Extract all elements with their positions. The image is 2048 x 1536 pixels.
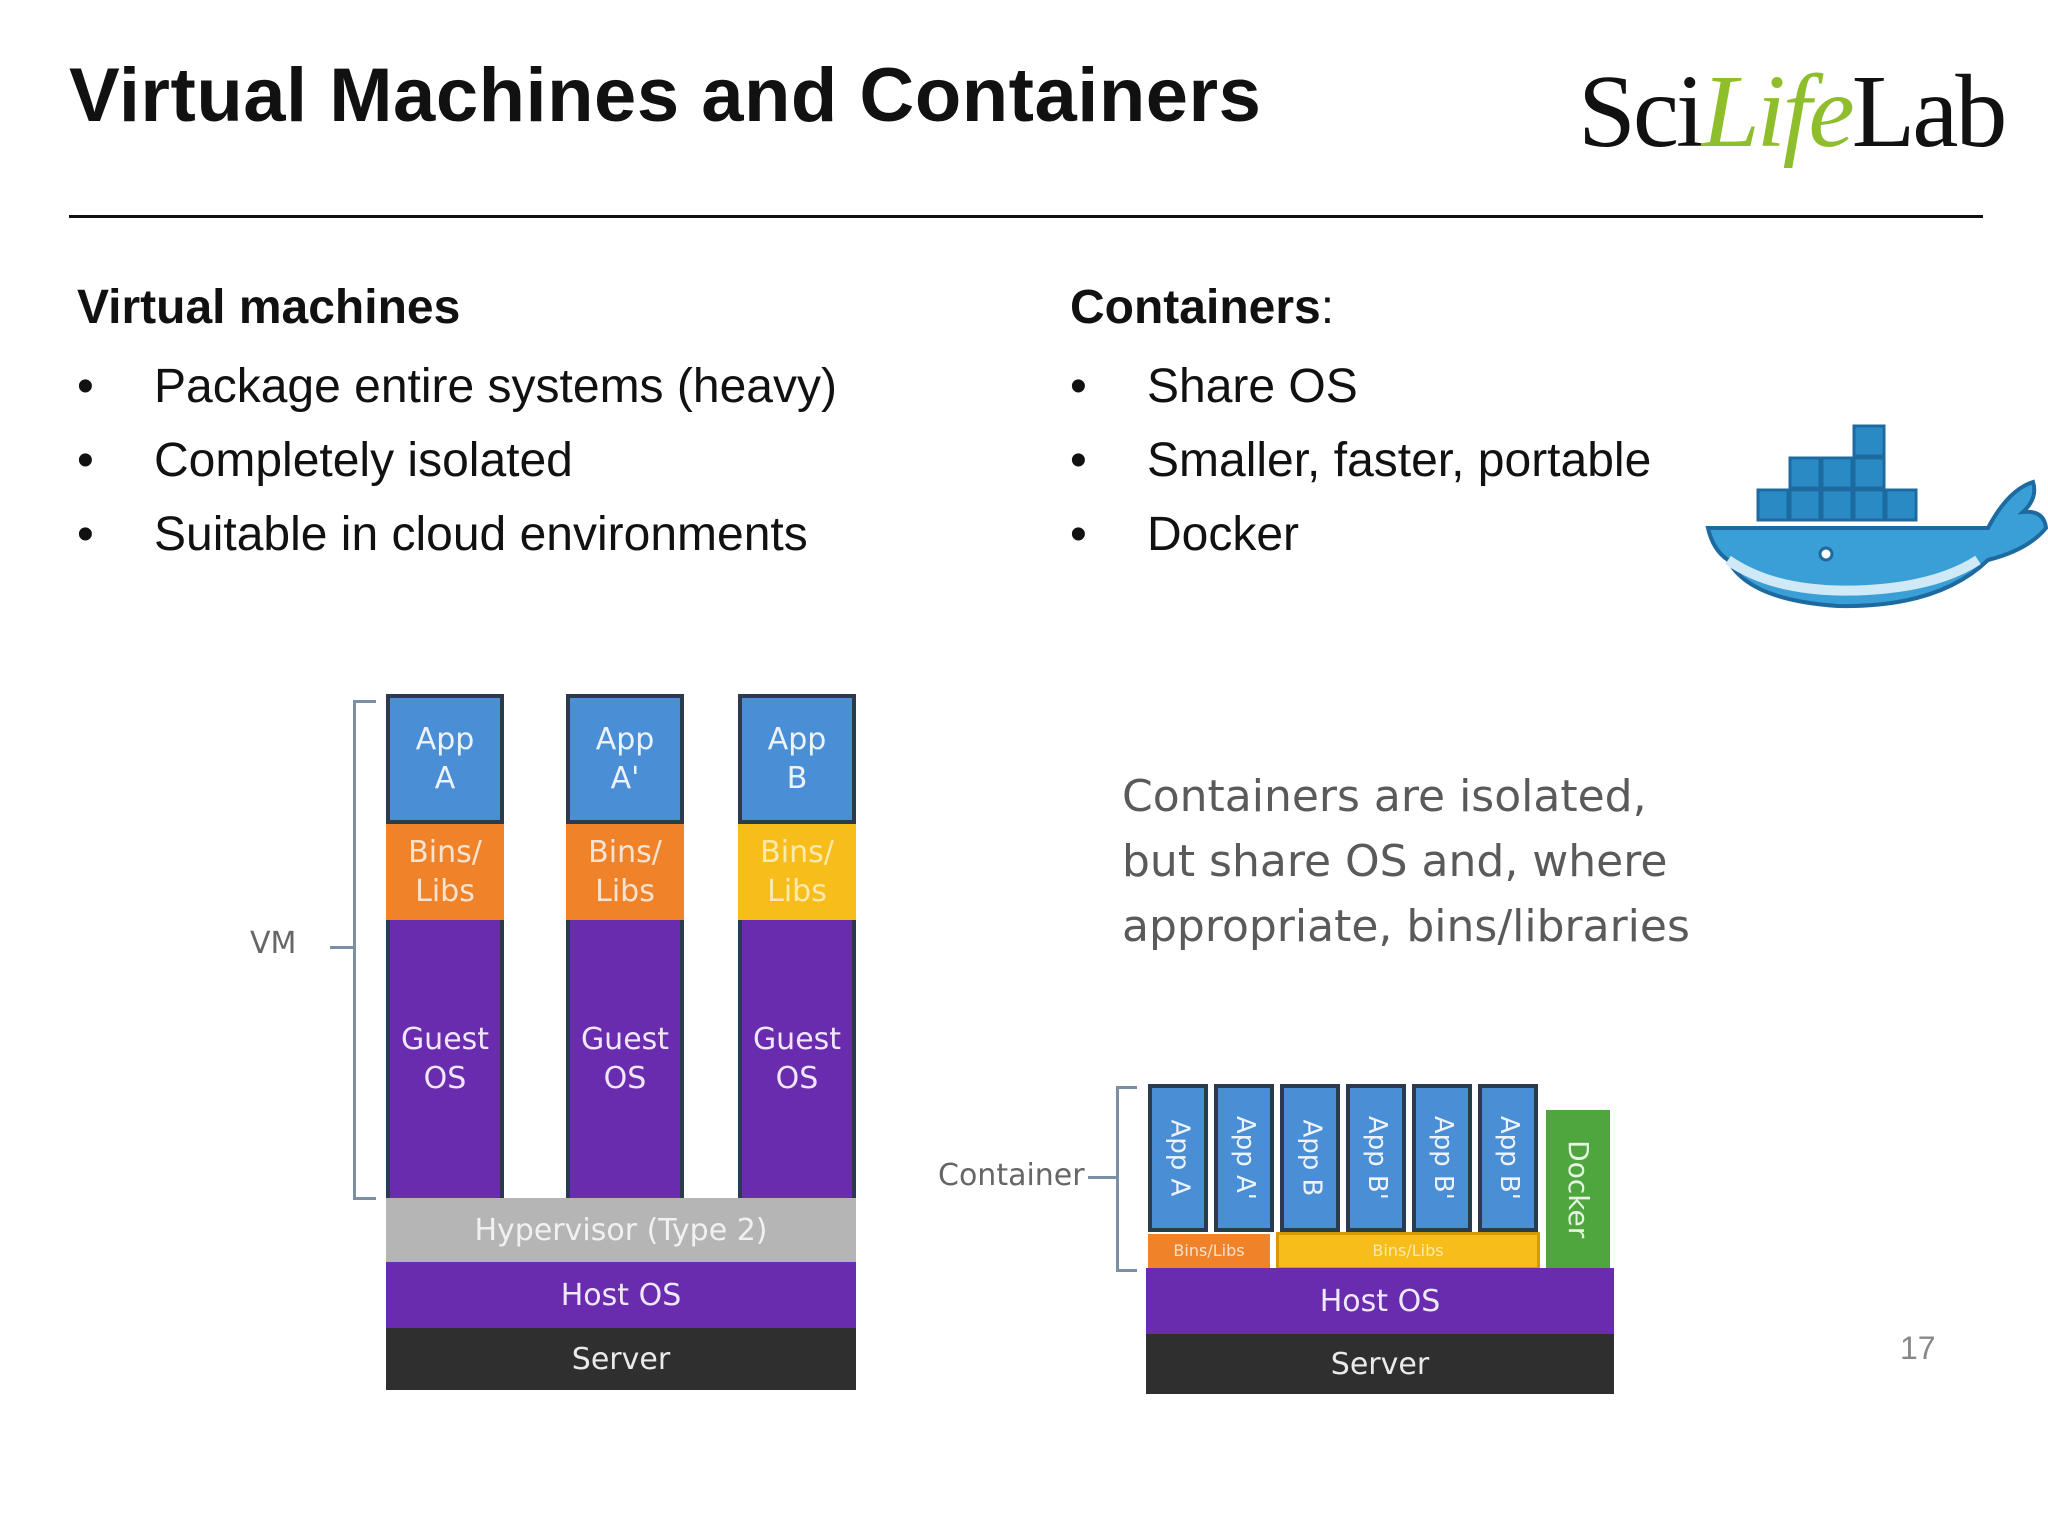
slide-title: Virtual Machines and Containers xyxy=(69,53,1262,138)
containers-bullet-text: Docker xyxy=(1147,508,1300,561)
vm-bullet-text: Package entire systems (heavy) xyxy=(154,360,837,413)
container-app-b: App B xyxy=(1280,1084,1340,1232)
logo-text-sci: Sci xyxy=(1578,54,1705,169)
bullet-icon: • xyxy=(1070,508,1087,561)
bullet-icon: • xyxy=(1070,434,1087,487)
vm-column: Virtual machines • Package entire systems… xyxy=(77,278,837,572)
containers-bullet-text: Smaller, faster, portable xyxy=(1147,434,1652,487)
containers-bullet-item: • Smaller, faster, portable xyxy=(1070,424,1651,498)
container-app-b-prime: App B' xyxy=(1478,1084,1538,1232)
containers-heading-colon: : xyxy=(1320,281,1335,334)
container-host-os: Host OS xyxy=(1146,1268,1614,1334)
vm-bullet-item: • Completely isolated xyxy=(77,424,837,498)
container-app-label: App B' xyxy=(1361,1115,1392,1201)
docker-whale-icon xyxy=(1705,424,2048,609)
containers-column: Containers: • Share OS • Smaller, faster, … xyxy=(1070,278,1651,572)
vm-bullet-item: • Package entire systems (heavy) xyxy=(77,350,837,424)
scilifelab-logo: SciLifeLab xyxy=(1578,52,2008,171)
container-app-label: App A' xyxy=(1229,1115,1260,1200)
logo-text-lab: Lab xyxy=(1851,54,2008,169)
vm-bracket-tick xyxy=(330,946,354,949)
vm-bracket xyxy=(353,700,376,1200)
container-app-b-prime: App B' xyxy=(1346,1084,1406,1232)
vm-host-os: Host OS xyxy=(386,1262,856,1328)
containers-caption: Containers are isolated, but share OS an… xyxy=(1122,771,1690,952)
bullet-icon: • xyxy=(77,508,94,561)
logo-text-life: Life xyxy=(1701,54,1855,169)
containers-heading-text: Containers xyxy=(1070,281,1321,334)
vm-heading: Virtual machines xyxy=(77,281,461,334)
container-app-a: App A xyxy=(1148,1084,1208,1232)
vm-guest-os-b: Guest OS xyxy=(738,920,856,1198)
container-bins-libs-b: Bins/Libs xyxy=(1276,1232,1540,1270)
vm-server: Server xyxy=(386,1328,856,1390)
container-app-label: App B' xyxy=(1427,1115,1458,1201)
container-app-label: App A xyxy=(1163,1119,1194,1197)
docker-engine-label: Docker xyxy=(1562,1139,1596,1239)
container-app-b-prime: App B' xyxy=(1412,1084,1472,1232)
vm-bins-libs-a-prime: Bins/ Libs xyxy=(566,824,684,920)
container-server: Server xyxy=(1146,1334,1614,1394)
vm-bullet-text: Suitable in cloud environments xyxy=(154,508,808,561)
containers-bullet-item: • Share OS xyxy=(1070,350,1651,424)
vm-bullet-list: • Package entire systems (heavy) • Complet… xyxy=(77,350,837,572)
vm-app-b: App B xyxy=(738,694,856,824)
container-label: Container xyxy=(938,1158,1085,1193)
containers-bullet-item: • Docker xyxy=(1070,498,1651,572)
containers-bullet-text: Share OS xyxy=(1147,360,1358,413)
vm-label: VM xyxy=(250,926,297,961)
vm-guest-os-a-prime: Guest OS xyxy=(566,920,684,1198)
bullet-icon: • xyxy=(77,360,94,413)
vm-app-a-prime: App A' xyxy=(566,694,684,824)
container-bins-libs-a: Bins/Libs xyxy=(1148,1234,1270,1268)
vm-bullet-text: Completely isolated xyxy=(154,434,573,487)
container-app-label: App B xyxy=(1295,1119,1326,1197)
bullet-icon: • xyxy=(77,434,94,487)
vm-bins-libs-b: Bins/ Libs xyxy=(738,824,856,920)
container-bracket-tick xyxy=(1088,1176,1116,1179)
bullet-icon: • xyxy=(1070,360,1087,413)
page-number: 17 xyxy=(1900,1330,1936,1366)
vm-bullet-item: • Suitable in cloud environments xyxy=(77,498,837,572)
containers-bullet-list: • Share OS • Smaller, faster, portable • Do… xyxy=(1070,350,1651,572)
vm-hypervisor: Hypervisor (Type 2) xyxy=(386,1198,856,1262)
container-app-a-prime: App A' xyxy=(1214,1084,1274,1232)
container-bracket xyxy=(1116,1086,1137,1272)
container-app-label: App B' xyxy=(1493,1115,1524,1201)
title-divider xyxy=(69,215,1983,218)
vm-guest-os-a: Guest OS xyxy=(386,920,504,1198)
container-docker-engine: Docker xyxy=(1546,1110,1610,1268)
vm-bins-libs-a: Bins/ Libs xyxy=(386,824,504,920)
vm-app-a: App A xyxy=(386,694,504,824)
containers-heading: Containers: xyxy=(1070,278,1651,338)
